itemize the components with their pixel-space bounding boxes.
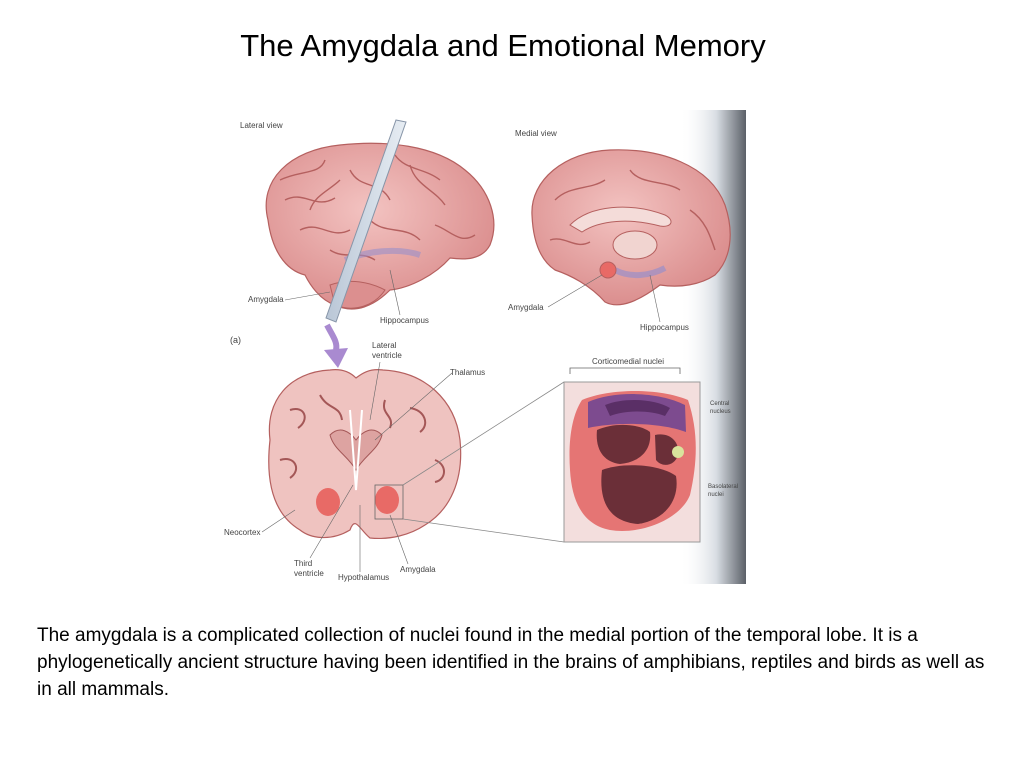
thalamus-label: Thalamus bbox=[450, 368, 485, 377]
coronal-amygdala-label: Amygdala bbox=[400, 565, 436, 574]
medial-hippocampus-label: Hippocampus bbox=[640, 323, 689, 332]
central-nucleus-label-2: nucleus bbox=[710, 409, 731, 415]
corticomedial-nuclei-label: Corticomedial nuclei bbox=[592, 357, 664, 366]
coronal-amygdala-left bbox=[316, 488, 340, 516]
amygdala-figure: Lateral view Medial view Amygdala Hippoc… bbox=[210, 110, 746, 584]
lateral-ventricle-label-1: Lateral bbox=[372, 341, 397, 350]
cutting-plane bbox=[325, 119, 407, 323]
lateral-ventricle-label-2: ventricle bbox=[372, 351, 402, 360]
slide-caption: The amygdala is a complicated collection… bbox=[37, 625, 985, 700]
medial-amygdala-label: Amygdala bbox=[508, 303, 544, 312]
amygdala-nuclei-inset bbox=[402, 367, 701, 543]
slide-title: The Amygdala and Emotional Memory bbox=[240, 28, 766, 63]
central-nucleus-label-1: Central bbox=[710, 401, 729, 407]
lateral-hippocampus-label: Hippocampus bbox=[380, 316, 429, 325]
basolateral-nuclei-label-1: Basolateral bbox=[708, 484, 738, 490]
neocortex-label: Neocortex bbox=[224, 528, 260, 537]
panel-letter: (a) bbox=[230, 335, 241, 345]
coronal-section bbox=[268, 369, 462, 540]
coronal-amygdala-right bbox=[375, 486, 399, 514]
central-nucleus-marker bbox=[672, 446, 684, 458]
down-arrow bbox=[324, 323, 348, 368]
basolateral-nuclei-label-2: nuclei bbox=[708, 492, 724, 498]
hypothalamus-label: Hypothalamus bbox=[338, 573, 389, 582]
lateral-view-brain bbox=[265, 142, 495, 310]
lateral-amygdala-label: Amygdala bbox=[248, 295, 284, 304]
medial-view-brain bbox=[531, 149, 731, 306]
third-ventricle-label-1: Third bbox=[294, 559, 312, 568]
third-ventricle-label-2: ventricle bbox=[294, 569, 324, 578]
medial-view-label: Medial view bbox=[515, 129, 557, 138]
lateral-view-label: Lateral view bbox=[240, 121, 283, 130]
